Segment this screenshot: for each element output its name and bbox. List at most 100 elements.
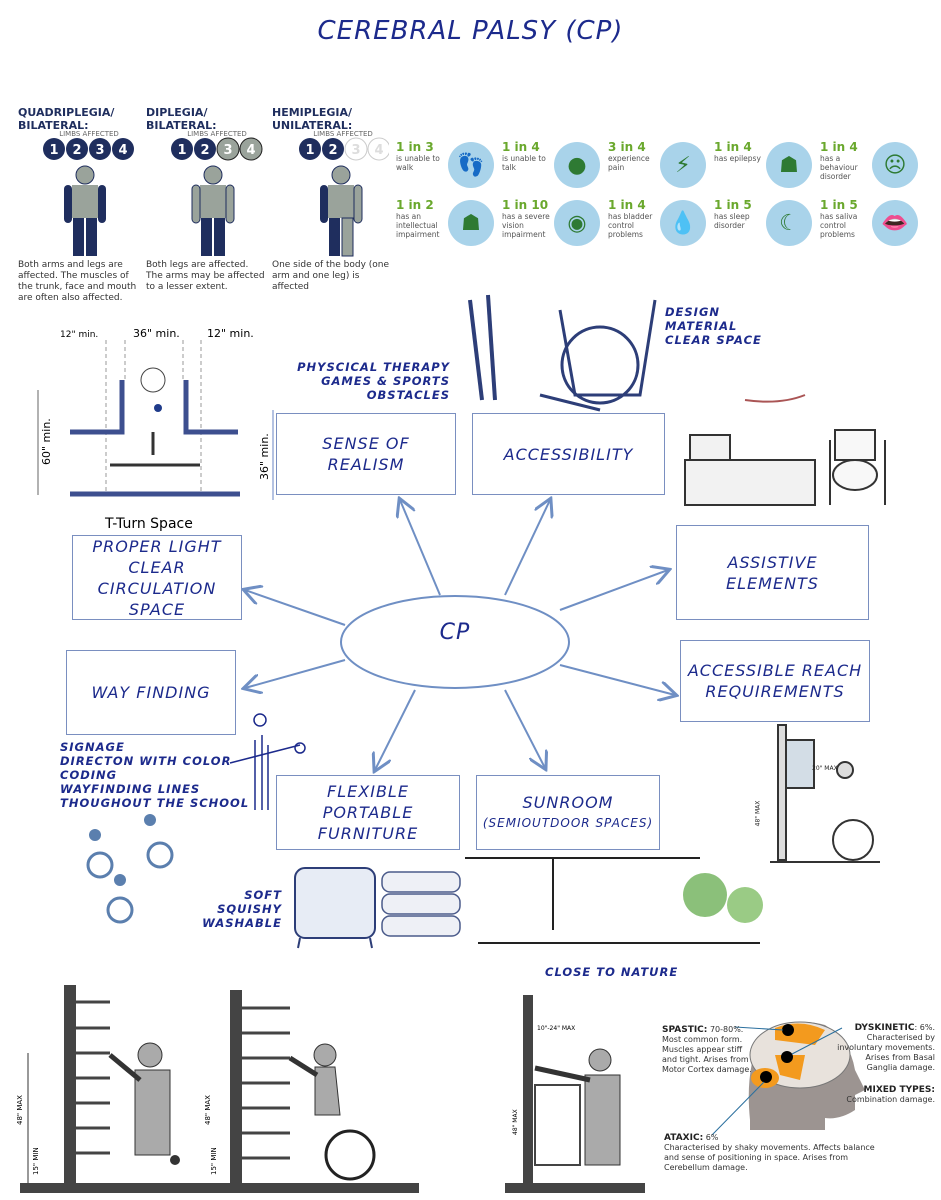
svg-text:1: 1 [49, 143, 58, 158]
diagram1-min: 15" MIN [32, 1147, 40, 1175]
sunroom-label: SUNROOM [522, 792, 614, 812]
node-flexible-furniture: FLEXIBLE PORTABLE FURNITURE [276, 775, 460, 850]
diagram1-max: 48" MAX [16, 1095, 24, 1125]
limbs-label: LIMBS AFFECTED [313, 130, 373, 138]
reach-small-side: 48" MAX [754, 800, 762, 827]
reach-range-diagrams: 48" MAX 15" MIN 48" MAX 15" MIN 10"-24" … [16, 985, 645, 1193]
svg-text:1: 1 [305, 143, 314, 158]
note-nature: CLOSE TO NATURE [545, 965, 679, 979]
reach-small-top: 20" MAX [812, 765, 838, 772]
dim-right: 12" min. [207, 327, 254, 340]
svg-text:2: 2 [200, 143, 209, 158]
node-sense-of-realism: SENSE OF REALISM [276, 413, 456, 495]
diplegia-desc: Both legs are affected. The arms may be … [146, 260, 265, 292]
lips-icon: 👄 [872, 200, 918, 246]
cushions-illustration [381, 871, 461, 937]
page-title: CEREBRAL PALSY (CP) [317, 16, 624, 46]
wheelchair-illustration [539, 299, 657, 412]
diagram2-max: 48" MAX [204, 1095, 212, 1125]
wheelchair-sports-icons [86, 814, 174, 924]
spoon-illustration [744, 394, 806, 403]
feet-icon: 👣 [448, 142, 494, 188]
crutches-illustration [468, 294, 497, 401]
sunroom-illustration [465, 857, 763, 944]
sad-face-icon: ☹ [872, 142, 918, 188]
dim-depth: 60" min. [40, 418, 53, 465]
dim-center: 36" min. [133, 327, 180, 340]
quadriplegia-desc: Both arms and legs are affected. The mus… [18, 260, 137, 303]
toilet-illustration [829, 429, 886, 505]
tturn-caption: T-Turn Space [104, 516, 193, 532]
brain-ataxic: ATAXIC: 6%Characterised by shaky movemen… [664, 1133, 875, 1172]
node-way-finding: WAY FINDING [66, 650, 236, 735]
svg-text:3: 3 [95, 143, 104, 158]
t-turn-diagram: 12" min. 36" min. 12" min. 60" min. 36" … [37, 327, 274, 532]
side-reach-diagram: 48" MAX 15" MIN [204, 990, 419, 1193]
limbs-label: LIMBS AFFECTED [59, 130, 119, 138]
bed-illustration [684, 434, 816, 506]
sunroom-sub: (SEMIOUTDOOR SPACES) [482, 815, 654, 830]
head-brain-icon: ☗ [448, 200, 494, 246]
dim-left: 12" min. [60, 330, 98, 340]
svg-text:3: 3 [351, 143, 360, 158]
svg-text:4: 4 [374, 143, 383, 158]
brain-diagram [711, 1021, 865, 1136]
hemiplegia-desc: One side of the body (one arm and one le… [272, 260, 390, 292]
diagram2-min: 15" MIN [210, 1147, 218, 1175]
node-accessibility: ACCESSIBILITY [472, 413, 665, 495]
diagram3-depth: 10"-24" MAX [537, 1025, 575, 1032]
svg-text:1: 1 [177, 143, 186, 158]
brain-spastic: SPASTIC: 70-80%.Most common form. Muscle… [662, 1025, 752, 1074]
brain-mixed: MIXED TYPES:Combination damage. [846, 1085, 935, 1104]
dim-arm: 36" min. [258, 433, 271, 480]
armchair-illustration [294, 867, 376, 949]
diplegia-heading: DIPLEGIA/ BILATERAL: [146, 106, 217, 132]
node-assistive-elements: ASSISTIVE ELEMENTS [676, 525, 869, 620]
mindmap-center: CP [439, 620, 471, 645]
hemiplegia-heading: HEMIPLEGIA/ UNILATERAL: [272, 106, 353, 132]
drop-icon: 💧 [660, 200, 706, 246]
speech-bubble-icon: ● [554, 142, 600, 188]
svg-text:2: 2 [72, 143, 81, 158]
node-accessible-reach: ACCESSIBLE REACH REQUIREMENTS [680, 640, 870, 722]
head-epilepsy-icon: ☗ [766, 142, 812, 188]
reach-sink-illustration [770, 724, 880, 863]
node-proper-light: PROPER LIGHT CLEAR CIRCULATION SPACE [72, 535, 242, 620]
svg-text:4: 4 [118, 143, 127, 158]
obstructed-reach-diagram: 10"-24" MAX 48" MAX [505, 995, 645, 1193]
lightning-icon: ⚡ [660, 142, 706, 188]
wayfinding-icons [229, 713, 306, 810]
svg-text:4: 4 [246, 143, 255, 158]
brain-dyskinetic: DYSKINETIC: 6%.Characterised by involunt… [837, 1023, 935, 1072]
forward-reach-diagram-1: 48" MAX 15" MIN [16, 985, 235, 1193]
moon-icon: ☾ [766, 200, 812, 246]
svg-text:2: 2 [328, 143, 337, 158]
node-sunroom: SUNROOM (SEMIOUTDOOR SPACES) [476, 775, 660, 850]
svg-text:3: 3 [223, 143, 232, 158]
quadriplegia-heading: QUADRIPLEGIA/ BILATERAL: [18, 106, 115, 132]
limbs-label: LIMBS AFFECTED [187, 130, 247, 138]
diagram3-max: 48" MAX [512, 1109, 519, 1135]
eye-icon: ◉ [554, 200, 600, 246]
